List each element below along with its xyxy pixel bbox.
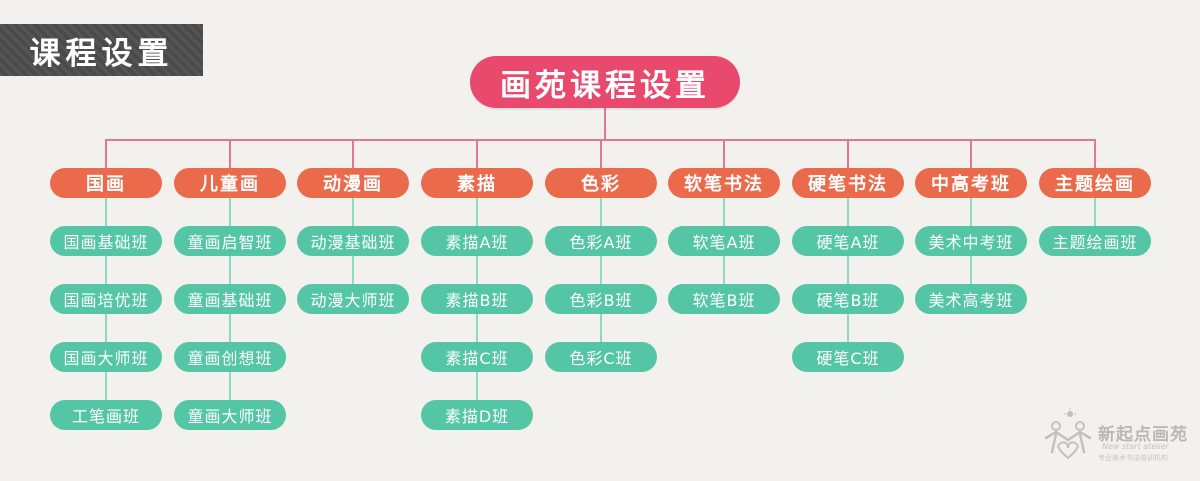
course-item: 美术中考班 — [915, 226, 1027, 256]
category-node: 色彩 — [545, 168, 657, 198]
root-node: 画苑课程设置 — [470, 56, 740, 108]
course-item: 美术高考班 — [915, 284, 1027, 314]
connector-drop — [229, 139, 231, 168]
course-item: 软笔A班 — [668, 226, 780, 256]
category-node: 主题绘画 — [1039, 168, 1151, 198]
course-item: 工笔画班 — [50, 400, 162, 430]
page-title: 课程设置 — [0, 24, 203, 76]
course-item: 素描C班 — [421, 342, 533, 372]
category-node: 硬笔书法 — [792, 168, 904, 198]
course-item: 国画大师班 — [50, 342, 162, 372]
course-item: 软笔B班 — [668, 284, 780, 314]
course-item: 素描B班 — [421, 284, 533, 314]
course-item: 硬笔B班 — [792, 284, 904, 314]
course-item: 主题绘画班 — [1039, 226, 1151, 256]
connector-root-stem — [604, 108, 606, 139]
course-item: 素描A班 — [421, 226, 533, 256]
course-item: 色彩C班 — [545, 342, 657, 372]
logo-subtitle: New start atelier — [1102, 442, 1169, 451]
course-item: 动漫大师班 — [297, 284, 409, 314]
connector-column — [1094, 198, 1096, 241]
connector-drop — [105, 139, 107, 168]
course-item: 国画基础班 — [50, 226, 162, 256]
course-item: 色彩B班 — [545, 284, 657, 314]
connector-drop — [600, 139, 602, 168]
course-item: 色彩A班 — [545, 226, 657, 256]
category-node: 软笔书法 — [668, 168, 780, 198]
course-item: 硬笔A班 — [792, 226, 904, 256]
category-node: 儿童画 — [174, 168, 286, 198]
connector-drop — [970, 139, 972, 168]
connector-drop — [1094, 139, 1096, 168]
category-node: 国画 — [50, 168, 162, 198]
category-node: 动漫画 — [297, 168, 409, 198]
connector-drop — [723, 139, 725, 168]
course-item: 童画基础班 — [174, 284, 286, 314]
course-item: 动漫基础班 — [297, 226, 409, 256]
category-node: 素描 — [421, 168, 533, 198]
course-item: 硬笔C班 — [792, 342, 904, 372]
course-item: 童画大师班 — [174, 400, 286, 430]
course-item: 国画培优班 — [50, 284, 162, 314]
category-node: 中高考班 — [915, 168, 1027, 198]
logo-name: 新起点画苑 — [1098, 425, 1188, 445]
connector-column — [847, 198, 849, 357]
course-item: 童画启智班 — [174, 226, 286, 256]
connector-drop — [847, 139, 849, 168]
connector-column — [600, 198, 602, 357]
course-item: 素描D班 — [421, 400, 533, 430]
brand-logo: 新起点画苑 New start atelier 专业美术书法培训机构 — [1040, 408, 1190, 468]
connector-drop — [476, 139, 478, 168]
logo-figures-icon — [1044, 408, 1092, 460]
logo-tagline: 专业美术书法培训机构 — [1098, 454, 1168, 462]
connector-drop — [352, 139, 354, 168]
course-item: 童画创想班 — [174, 342, 286, 372]
